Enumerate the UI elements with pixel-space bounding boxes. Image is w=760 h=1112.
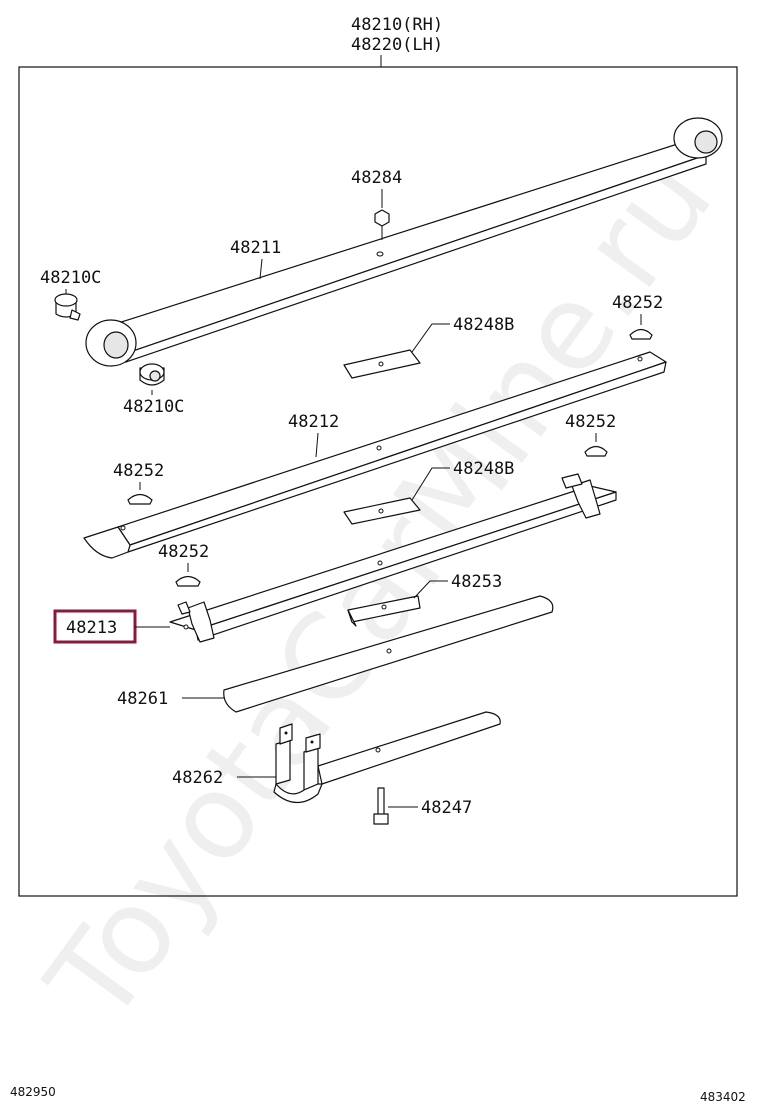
leaf-third-48213[interactable] [169, 473, 617, 643]
leader-48211 [259, 258, 263, 280]
cap-48252-right-upper[interactable] [629, 328, 653, 340]
label-48247[interactable]: 48247 [421, 798, 472, 818]
label-48210c-bottom[interactable]: 48210C [123, 397, 184, 417]
nut-48284[interactable] [374, 209, 390, 240]
label-48262[interactable]: 48262 [172, 768, 223, 788]
label-48252-right-upper[interactable]: 48252 [612, 293, 663, 313]
assembly-rh-label: 48210(RH) [351, 15, 443, 35]
spacer-48253[interactable] [347, 595, 421, 627]
footer-left-code: 482950 [10, 1085, 56, 1099]
label-48252-right-lower[interactable]: 48252 [565, 412, 616, 432]
leaf-second-48212[interactable] [83, 351, 667, 559]
bushing-48210c-top[interactable] [54, 293, 81, 321]
label-48248b-upper[interactable]: 48248B [453, 315, 514, 335]
bolt-48247[interactable] [373, 787, 389, 825]
leader-48248b-upper [411, 323, 450, 353]
pad-48248b-lower[interactable] [343, 497, 421, 525]
label-48213[interactable]: 48213 [66, 618, 117, 638]
leader-48248b-lower [411, 467, 450, 501]
leaf-fifth-48262[interactable] [273, 711, 501, 804]
leader-48212 [315, 432, 319, 458]
label-48252-left-lower[interactable]: 48252 [158, 542, 209, 562]
leaf-fourth-48261[interactable] [223, 595, 554, 713]
label-48284[interactable]: 48284 [351, 168, 402, 188]
label-48253[interactable]: 48253 [451, 572, 502, 592]
label-48261[interactable]: 48261 [117, 689, 168, 709]
footer-right-code: 483402 [700, 1090, 746, 1104]
label-48212[interactable]: 48212 [288, 412, 339, 432]
label-48248b-lower[interactable]: 48248B [453, 459, 514, 479]
cap-48252-left-lower[interactable] [175, 575, 201, 587]
assembly-lh-label: 48220(LH) [351, 35, 443, 55]
bushing-48210c-bottom[interactable] [139, 363, 165, 386]
label-48211[interactable]: 48211 [230, 238, 281, 258]
label-48210c-top[interactable]: 48210C [40, 268, 101, 288]
cap-48252-right-lower[interactable] [584, 445, 608, 457]
diagram-frame [18, 66, 738, 897]
label-48252-left-upper[interactable]: 48252 [113, 461, 164, 481]
leader-48253 [413, 580, 448, 599]
pad-48248b-upper[interactable] [343, 349, 421, 379]
leaf-main-48211[interactable] [85, 117, 723, 367]
cap-48252-left-upper[interactable] [127, 493, 153, 505]
